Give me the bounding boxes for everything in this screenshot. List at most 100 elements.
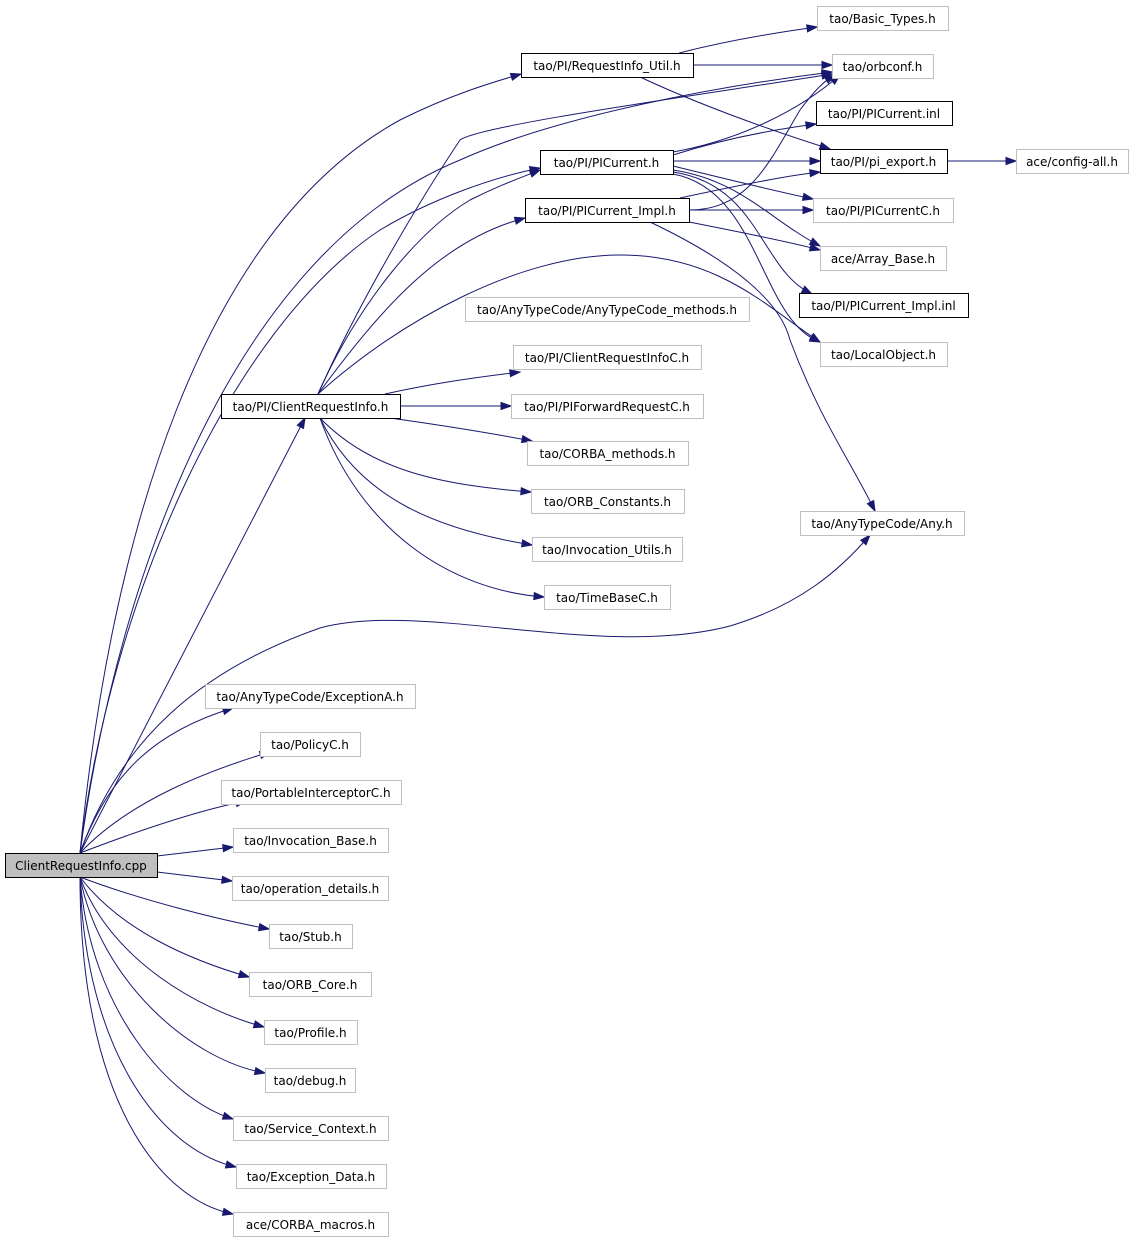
node-picur[interactable]: tao/PI/PICurrent.h xyxy=(540,150,674,175)
node-box xyxy=(832,54,934,79)
edge-cri_h-to-orb_const xyxy=(319,417,533,496)
node-box xyxy=(264,1020,358,1045)
node-array-base[interactable]: ace/Array_Base.h xyxy=(820,246,947,271)
node-policyC[interactable]: tao/PolicyC.h xyxy=(260,732,361,757)
edge-line xyxy=(79,876,234,1215)
node-picurC[interactable]: tao/PI/PICurrentC.h xyxy=(813,198,954,223)
arrowhead xyxy=(222,844,235,853)
node-criC[interactable]: tao/PI/ClientRequestInfoC.h xyxy=(513,345,702,370)
edge-cri_h-to-corba_methods xyxy=(389,417,534,444)
edge-root-to-corba_macros xyxy=(79,876,235,1216)
node-box xyxy=(813,198,954,223)
node-box xyxy=(513,345,702,370)
edge-root-to-piC xyxy=(79,798,248,854)
edge-root-to-profile xyxy=(79,876,266,1029)
node-orbconf[interactable]: tao/orbconf.h xyxy=(832,54,934,79)
node-inv-utils[interactable]: tao/Invocation_Utils.h xyxy=(532,537,683,562)
node-pifwd[interactable]: tao/PI/PIForwardRequestC.h xyxy=(511,394,704,419)
node-label: tao/PortableInterceptorC.h xyxy=(231,786,390,800)
node-corba-methods[interactable]: tao/CORBA_methods.h xyxy=(527,441,689,466)
node-label: tao/AnyTypeCode/AnyTypeCode_methods.h xyxy=(477,303,737,317)
edge-pi_export-to-config_all xyxy=(947,156,1018,166)
node-root[interactable]: ClientRequestInfo.cpp xyxy=(5,853,158,878)
node-pi-export[interactable]: tao/PI/pi_export.h xyxy=(820,149,948,174)
edge-root-to-orb_core xyxy=(79,876,251,979)
edge-picur-to-array_base xyxy=(672,169,822,247)
edge-line xyxy=(79,707,234,854)
edge-line xyxy=(79,73,522,854)
arrowhead xyxy=(802,205,815,215)
node-atc-methods[interactable]: tao/AnyTypeCode/AnyTypeCode_methods.h xyxy=(465,297,750,322)
arrowhead xyxy=(237,970,251,979)
arrowhead xyxy=(801,192,815,201)
node-box xyxy=(532,537,683,562)
dependency-edges xyxy=(79,24,1018,1216)
edge-line xyxy=(79,417,306,854)
arrowhead xyxy=(513,216,527,225)
node-localobj[interactable]: tao/LocalObject.h xyxy=(820,342,948,367)
node-op-details[interactable]: tao/operation_details.h xyxy=(232,876,389,901)
node-box xyxy=(233,1212,389,1237)
node-orb-const[interactable]: tao/ORB_Constants.h xyxy=(531,489,685,514)
node-timebase[interactable]: tao/TimeBaseC.h xyxy=(544,585,671,610)
edge-line xyxy=(79,876,266,1074)
edge-root-to-exc_data xyxy=(79,876,238,1169)
arrowhead xyxy=(500,401,513,411)
node-piC[interactable]: tao/PortableInterceptorC.h xyxy=(221,780,402,805)
node-debug[interactable]: tao/debug.h xyxy=(265,1068,356,1093)
node-any-h[interactable]: tao/AnyTypeCode/Any.h xyxy=(800,511,965,536)
node-box xyxy=(233,1116,389,1141)
edge-line xyxy=(319,417,545,598)
node-orb-core[interactable]: tao/ORB_Core.h xyxy=(249,972,372,997)
node-box xyxy=(249,972,372,997)
node-label: ace/Array_Base.h xyxy=(831,252,935,266)
node-excA[interactable]: tao/AnyTypeCode/ExceptionA.h xyxy=(205,684,416,709)
arrowhead xyxy=(808,237,822,247)
node-label: tao/TimeBaseC.h xyxy=(556,591,658,605)
arrowhead xyxy=(253,1066,267,1076)
edge-line xyxy=(156,846,234,857)
node-basic-types[interactable]: tao/Basic_Types.h xyxy=(817,6,949,31)
node-box xyxy=(820,149,948,174)
node-label: tao/debug.h xyxy=(274,1074,347,1088)
arrowhead xyxy=(221,875,234,884)
node-cri-h[interactable]: tao/PI/ClientRequestInfo.h xyxy=(221,394,401,419)
edge-line xyxy=(79,876,234,1120)
arrowhead xyxy=(809,168,822,178)
edge-line xyxy=(79,800,247,854)
edge-picur-to-pi_export xyxy=(673,156,822,166)
node-exc-data[interactable]: tao/Exception_Data.h xyxy=(236,1164,387,1189)
node-label: tao/PolicyC.h xyxy=(271,738,349,752)
node-box xyxy=(5,853,158,878)
node-label: tao/Profile.h xyxy=(274,1026,346,1040)
node-label: tao/PI/pi_export.h xyxy=(831,155,937,169)
edge-cri_h-to-orbconf xyxy=(317,71,834,395)
node-corba-macros[interactable]: ace/CORBA_macros.h xyxy=(233,1212,389,1237)
node-label: tao/PI/PICurrent_Impl.inl xyxy=(811,299,955,313)
edge-line xyxy=(672,74,841,153)
node-label: tao/PI/PIForwardRequestC.h xyxy=(524,400,690,414)
node-stub[interactable]: tao/Stub.h xyxy=(269,924,353,949)
node-label: tao/Service_Context.h xyxy=(244,1122,376,1136)
edge-root-to-stub xyxy=(79,876,271,932)
node-picur-impl-inl[interactable]: tao/PI/PICurrent_Impl.inl xyxy=(799,293,969,318)
arrowhead xyxy=(221,1207,235,1216)
node-box xyxy=(511,394,704,419)
node-svc-ctx[interactable]: tao/Service_Context.h xyxy=(233,1116,389,1141)
node-picur-inl[interactable]: tao/PI/PICurrent.inl xyxy=(816,101,953,126)
node-config-all[interactable]: ace/config-all.h xyxy=(1016,149,1129,174)
arrowhead xyxy=(224,1160,238,1169)
arrowhead xyxy=(866,499,876,513)
node-profile[interactable]: tao/Profile.h xyxy=(264,1020,358,1045)
node-box xyxy=(1016,149,1129,174)
edge-picur-to-picur_inl xyxy=(672,121,818,156)
node-picur-impl[interactable]: tao/PI/PICurrent_Impl.h xyxy=(525,198,690,223)
node-box xyxy=(521,53,694,78)
node-ri-util[interactable]: tao/PI/RequestInfo_Util.h xyxy=(521,53,694,78)
node-label: tao/PI/PICurrent_Impl.h xyxy=(538,204,676,218)
node-label: tao/LocalObject.h xyxy=(831,348,936,362)
edge-root-to-excA xyxy=(79,707,235,854)
node-label: ClientRequestInfo.cpp xyxy=(15,859,147,873)
node-inv-base[interactable]: tao/Invocation_Base.h xyxy=(233,828,389,853)
edge-root-to-ri_util xyxy=(79,72,523,854)
